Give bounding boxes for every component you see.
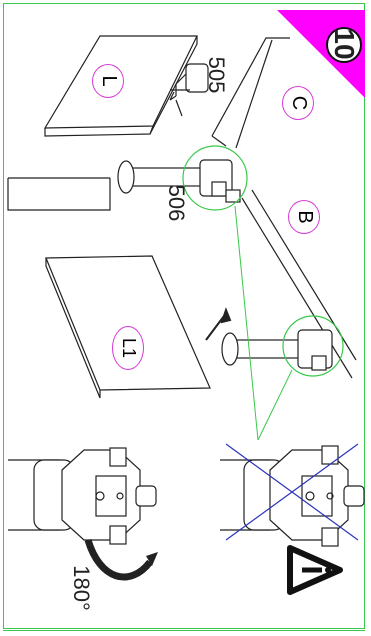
detail-circle-upper: [182, 145, 248, 211]
part-label-l1-text: L1: [119, 337, 139, 359]
shaft-l1: [221, 329, 333, 371]
part-label-c-text: C: [288, 95, 310, 111]
part-label-b: B: [288, 200, 320, 234]
part-label-b-text: B: [294, 210, 316, 224]
panel-b-edges: [241, 189, 357, 379]
rotation-label: 180°: [69, 565, 94, 611]
insert-arrow: [205, 307, 232, 341]
part-label-c: C: [282, 86, 314, 120]
detail-leader-lower: [257, 369, 293, 441]
callout-506: 506: [164, 184, 189, 222]
callout-505: 505: [204, 56, 229, 94]
warning-icon: [287, 545, 343, 595]
detail-circle-lower: [282, 315, 344, 377]
part-label-l: L: [92, 64, 124, 98]
rotate-arrow-icon: [84, 538, 158, 581]
shaft-506: [117, 159, 241, 203]
detail-correct-orientation: [8, 447, 157, 545]
panel-c: [211, 37, 290, 149]
support-post: [7, 177, 111, 211]
panel-l: [43, 35, 198, 137]
detail-wrong-orientation: [220, 445, 365, 547]
part-label-l1: L1: [112, 326, 144, 370]
page-frame: [3, 3, 365, 629]
page-bottom-rule: [3, 630, 365, 631]
detail-leader-upper: [234, 205, 259, 441]
step-number-badge: [326, 27, 362, 63]
panel-l1: [45, 255, 211, 399]
cam-connector-505: [169, 63, 209, 117]
step-number: 10: [329, 28, 360, 60]
part-label-l-text: L: [98, 75, 120, 87]
cross-out-mark: [225, 443, 359, 541]
